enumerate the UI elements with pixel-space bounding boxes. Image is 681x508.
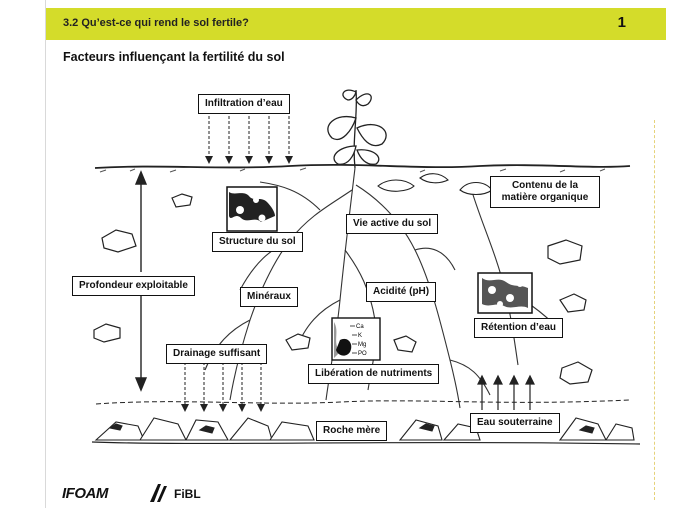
plant-icon xyxy=(327,89,387,169)
label-soil-life: Vie active du sol xyxy=(346,214,439,234)
nutrient-release-picture: Ca K Mg PO xyxy=(331,317,381,361)
label-parent-rock: Roche mère xyxy=(316,421,388,441)
label-groundwater: Eau souterraine xyxy=(470,413,560,433)
water-retention-picture xyxy=(477,272,533,314)
label-nutrient-release: Libération de nutriments xyxy=(308,364,440,384)
ground-surface-line xyxy=(94,163,631,169)
bedrock-rocks xyxy=(94,417,635,441)
fibl-logo: FiBL xyxy=(174,487,201,501)
label-rooting-depth: Profondeur exploitable xyxy=(72,276,195,296)
label-organic-matter-line1: Contenu de la xyxy=(511,180,579,191)
groundwater-arrows xyxy=(477,374,535,410)
label-infiltration: Infiltration d’eau xyxy=(198,94,290,114)
ifoam-logo: IFOAM xyxy=(62,485,108,502)
page-number: 1 xyxy=(617,14,626,31)
fibl-mark-icon xyxy=(150,484,167,502)
groundwater-line xyxy=(95,399,631,405)
label-soil-structure: Structure du sol xyxy=(212,232,303,252)
label-minerals: Minéraux xyxy=(240,287,298,307)
page-frame-right xyxy=(654,120,655,500)
figure-title: Facteurs influençant la fertilité du sol xyxy=(63,50,285,64)
page-frame-left xyxy=(45,0,46,508)
bedrock-baseline xyxy=(91,441,641,445)
section-header-bar: 3.2 Qu’est-ce qui rend le sol fertile? 1 xyxy=(46,8,666,40)
drainage-arrowheads xyxy=(181,404,265,412)
nutrient-ca: Ca xyxy=(356,324,364,330)
infiltration-arrowheads xyxy=(205,156,293,164)
rocks xyxy=(93,193,593,385)
section-title: 3.2 Qu’est-ce qui rend le sol fertile? xyxy=(63,17,249,29)
label-water-retention: Rétention d’eau xyxy=(474,318,564,338)
soil-organisms xyxy=(377,173,493,196)
label-drainage: Drainage suffisant xyxy=(166,344,268,364)
nutrient-mg: Mg xyxy=(358,342,366,348)
nutrient-po: PO xyxy=(358,351,367,357)
drainage-arrows xyxy=(184,362,262,405)
soil-structure-picture xyxy=(226,186,278,232)
ground-surface-texture xyxy=(99,167,606,173)
label-acidity: Acidité (pH) xyxy=(366,282,437,302)
label-organic-matter-line2: matière organique xyxy=(501,192,589,203)
depth-arrow xyxy=(134,170,148,392)
nutrient-k: K xyxy=(358,333,362,339)
label-organic-matter: Contenu de la matière organique xyxy=(490,176,600,208)
infiltration-arrows xyxy=(208,116,290,158)
